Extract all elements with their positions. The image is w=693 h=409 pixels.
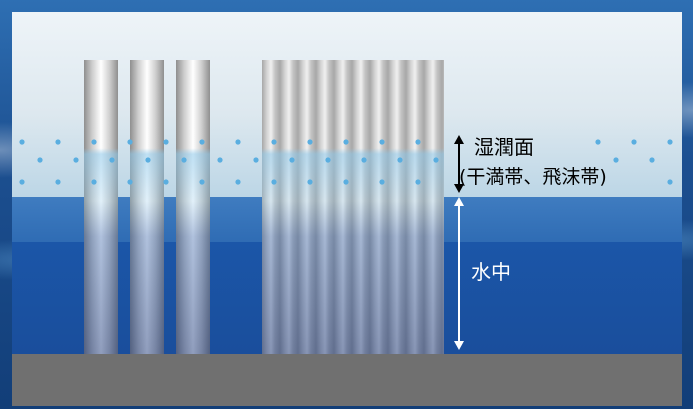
droplet-dot — [343, 179, 349, 185]
droplet-dot — [397, 157, 403, 163]
droplet-dot — [109, 157, 115, 163]
droplet-dot — [91, 139, 97, 145]
droplet-dot — [19, 179, 25, 185]
droplet-dot — [91, 179, 97, 185]
diagram-panel: 湿潤面 (干満帯、飛沫帯) 水中 — [12, 12, 682, 406]
splash-droplets — [19, 139, 673, 185]
droplet-dot — [253, 157, 259, 163]
droplet-dot — [127, 139, 133, 145]
droplet-dot — [415, 139, 421, 145]
droplet-dot — [217, 157, 223, 163]
droplet-dot — [613, 157, 619, 163]
steel-pipe-pile-3 — [176, 60, 210, 354]
droplet-dot — [289, 157, 295, 163]
droplet-dot — [73, 157, 79, 163]
droplet-dot — [199, 139, 205, 145]
droplet-dot — [361, 157, 367, 163]
droplet-dot — [307, 179, 313, 185]
droplet-dot — [235, 179, 241, 185]
droplet-dot — [127, 179, 133, 185]
droplet-dot — [325, 157, 331, 163]
droplet-dot — [163, 179, 169, 185]
droplet-dot — [379, 139, 385, 145]
droplet-dot — [415, 179, 421, 185]
droplet-dot — [649, 157, 655, 163]
droplet-dot — [55, 179, 61, 185]
droplet-dot — [433, 157, 439, 163]
underwater-zone-arrow — [454, 197, 464, 350]
droplet-dot — [631, 139, 637, 145]
droplet-dot — [307, 139, 313, 145]
droplet-dot — [163, 139, 169, 145]
zone-arrows — [454, 135, 464, 350]
underwater-zone-label: 水中 — [471, 260, 511, 284]
droplet-dot — [343, 139, 349, 145]
splash-zone-sublabel: (干満帯、飛沫帯) — [459, 166, 607, 188]
steel-pipe-pile-1 — [84, 60, 118, 354]
droplet-dot — [667, 179, 673, 185]
droplet-dot — [379, 179, 385, 185]
splash-zone-label: 湿潤面 — [474, 135, 534, 159]
droplet-dot — [271, 179, 277, 185]
droplet-dot — [37, 157, 43, 163]
droplet-dot — [199, 179, 205, 185]
steel-pipe-pile-2 — [130, 60, 164, 354]
droplet-dot — [595, 139, 601, 145]
seabed — [12, 354, 682, 406]
droplet-dot — [235, 139, 241, 145]
droplet-dot — [667, 139, 673, 145]
droplet-dot — [145, 157, 151, 163]
droplet-dot — [271, 139, 277, 145]
splash-zone-arrow — [454, 135, 464, 193]
droplet-dot — [55, 139, 61, 145]
droplet-dot — [181, 157, 187, 163]
steel-sheet-pile-wall — [262, 60, 444, 354]
droplet-dot — [19, 139, 25, 145]
